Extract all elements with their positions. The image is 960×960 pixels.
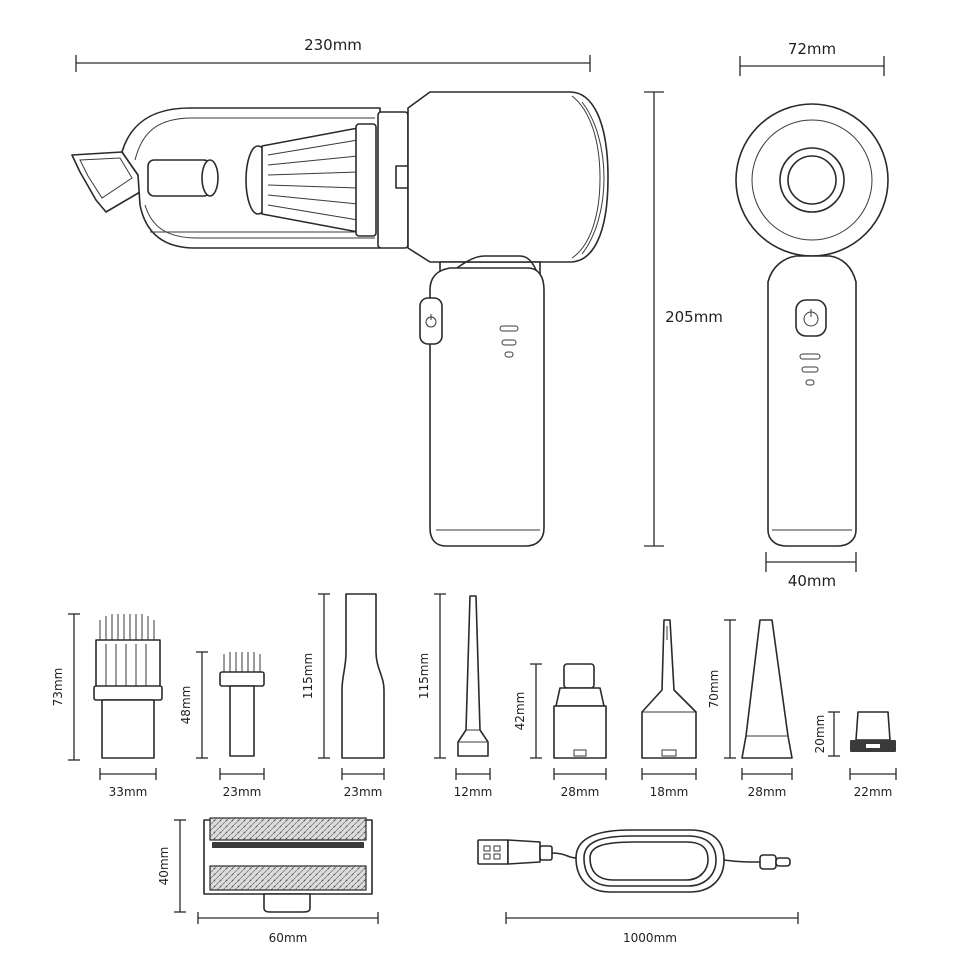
cone-nozzle-width-label: 28mm bbox=[748, 785, 787, 799]
dimension-cone-nozzle-height: 70mm bbox=[707, 619, 736, 759]
cone-nozzle-height-label: 70mm bbox=[707, 670, 721, 709]
dimension-large-brush-height: 73mm bbox=[51, 613, 80, 761]
side-width-label: 72mm bbox=[788, 40, 836, 58]
small-brush-height-label: 48mm bbox=[179, 686, 193, 725]
handle-width-label: 40mm bbox=[788, 572, 836, 590]
needle-width-label: 12mm bbox=[454, 785, 493, 799]
accessory-small-brush bbox=[219, 652, 265, 757]
dimension-needle-width: 12mm bbox=[454, 768, 493, 799]
dimension-adapter-height: 42mm bbox=[513, 663, 542, 759]
dimension-main-length: 230mm bbox=[75, 36, 591, 72]
accessory-usb-cable bbox=[477, 829, 791, 893]
large-brush-width-label: 33mm bbox=[109, 785, 148, 799]
dimension-needle-height: 115mm bbox=[417, 593, 446, 759]
dimension-small-cap-height: 20mm bbox=[813, 711, 840, 757]
power-icon bbox=[425, 314, 437, 328]
accessory-adapter bbox=[553, 663, 607, 759]
cable-length-label: 1000mm bbox=[623, 931, 677, 945]
flat-nozzle-width-label: 18mm bbox=[650, 785, 689, 799]
vacuum-back-view bbox=[735, 103, 889, 547]
dimension-adapter-width: 28mm bbox=[553, 768, 607, 799]
vacuum-side-view bbox=[71, 91, 609, 547]
dimension-small-cap-width: 22mm bbox=[849, 768, 897, 799]
extension-tube-width-label: 23mm bbox=[344, 785, 383, 799]
dimension-extension-tube-height: 115mm bbox=[301, 593, 330, 759]
dimension-large-brush-width: 33mm bbox=[99, 768, 157, 799]
dimension-cable-length: 1000mm bbox=[505, 912, 799, 945]
accessory-cone-nozzle bbox=[741, 619, 793, 759]
dimension-flat-nozzle-width: 18mm bbox=[641, 768, 697, 799]
small-cap-width-label: 22mm bbox=[854, 785, 893, 799]
height-label: 205mm bbox=[665, 308, 723, 326]
dimension-height: 205mm bbox=[644, 91, 723, 547]
dimension-extension-tube-width: 23mm bbox=[341, 768, 385, 799]
dimension-cone-nozzle-width: 28mm bbox=[741, 768, 793, 799]
accessory-needle-nozzle bbox=[457, 595, 489, 757]
dimension-handle-width: 40mm bbox=[765, 552, 857, 590]
accessory-extension-tube bbox=[341, 593, 385, 759]
power-icon bbox=[803, 309, 819, 327]
dimension-side-width: 72mm bbox=[739, 40, 885, 76]
adapter-width-label: 28mm bbox=[561, 785, 600, 799]
accessory-large-brush bbox=[93, 614, 163, 759]
floor-brush-width-label: 60mm bbox=[269, 931, 308, 945]
needle-height-label: 115mm bbox=[417, 653, 431, 699]
dimension-small-brush-width: 23mm bbox=[219, 768, 265, 799]
usb-icon bbox=[477, 839, 509, 865]
accessory-flat-nozzle bbox=[641, 619, 697, 759]
small-brush-width-label: 23mm bbox=[223, 785, 262, 799]
dimension-floor-brush-width: 60mm bbox=[197, 912, 379, 945]
adapter-height-label: 42mm bbox=[513, 692, 527, 731]
large-brush-height-label: 73mm bbox=[51, 668, 65, 707]
accessory-floor-brush bbox=[203, 817, 373, 913]
dimension-floor-brush-height: 40mm bbox=[157, 819, 186, 913]
small-cap-height-label: 20mm bbox=[813, 715, 827, 754]
floor-brush-height-label: 40mm bbox=[157, 847, 171, 886]
accessory-small-cap bbox=[850, 711, 896, 752]
main-length-label: 230mm bbox=[304, 36, 362, 54]
dimension-small-brush-height: 48mm bbox=[179, 651, 208, 759]
extension-tube-height-label: 115mm bbox=[301, 653, 315, 699]
